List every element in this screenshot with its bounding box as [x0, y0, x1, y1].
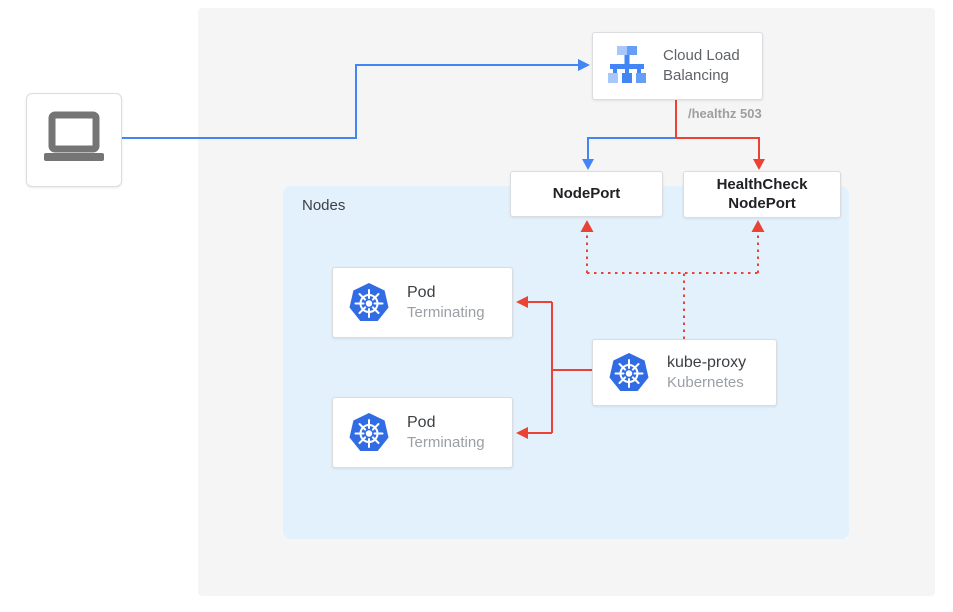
- kubernetes-icon: [347, 281, 391, 325]
- pod-terminating-node-1: Pod Terminating: [332, 267, 513, 338]
- pod-status: Terminating: [407, 304, 485, 321]
- client-node: [26, 93, 122, 187]
- cloud-load-balancing-label: Cloud Load Balancing: [663, 46, 740, 84]
- kube-proxy-title: kube-proxy: [667, 354, 747, 371]
- nodeport-label: NodePort: [552, 184, 621, 202]
- pod-status: Terminating: [407, 434, 485, 451]
- kube-proxy-subtitle: Kubernetes: [667, 374, 744, 391]
- nodes-container-label: Nodes: [302, 197, 346, 214]
- kube-proxy-node: kube-proxy Kubernetes: [592, 339, 777, 406]
- kubernetes-icon: [347, 411, 391, 455]
- pod-title: Pod: [407, 284, 436, 301]
- kubernetes-icon: [607, 351, 651, 395]
- healthcheck-nodeport-node: HealthCheck NodePort: [683, 171, 841, 218]
- healthz-status-label: /healthz 503: [688, 106, 762, 121]
- healthcheck-nodeport-label-line2: NodePort: [728, 194, 796, 212]
- cloud-load-balancing-node: Cloud Load Balancing: [592, 32, 763, 100]
- cloud-load-balancing-icon: [605, 42, 649, 91]
- nodeport-node: NodePort: [510, 171, 663, 217]
- pod-title: Pod: [407, 414, 436, 431]
- laptop-icon: [42, 111, 106, 170]
- pod-terminating-node-2: Pod Terminating: [332, 397, 513, 468]
- healthcheck-nodeport-label-line1: HealthCheck: [716, 175, 808, 193]
